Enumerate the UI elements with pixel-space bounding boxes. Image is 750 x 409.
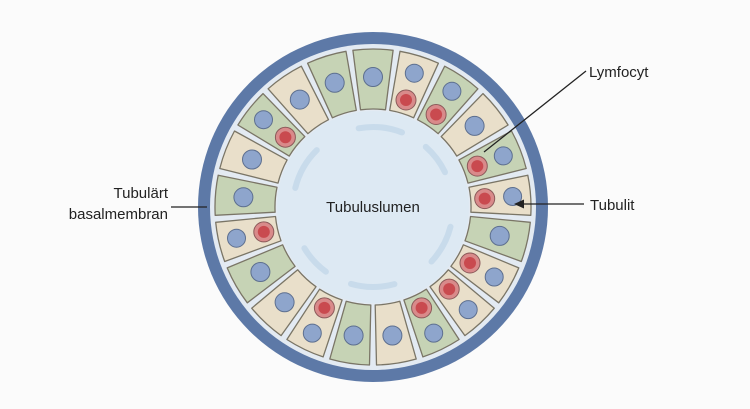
epithelial-cell bbox=[374, 300, 417, 366]
tubular-lumen bbox=[277, 111, 469, 303]
cell-nucleus bbox=[382, 325, 403, 346]
lymphocyte-leader bbox=[483, 70, 587, 153]
cell-nucleus bbox=[442, 81, 462, 101]
epithelial-cell bbox=[352, 48, 394, 111]
cell-nucleus bbox=[254, 110, 273, 130]
lymphocyte-nucleus bbox=[257, 225, 270, 238]
lymphocyte-nucleus bbox=[478, 192, 491, 205]
basement-membrane-label-line1: Tubulärt bbox=[114, 185, 169, 202]
cell-nucleus bbox=[242, 149, 262, 170]
lymphocyte-nucleus bbox=[430, 108, 443, 121]
basement-membrane-label-line2: basalmembran bbox=[69, 206, 168, 223]
epithelial-cell bbox=[215, 215, 282, 263]
cell-nucleus bbox=[458, 300, 478, 320]
epithelial-cell bbox=[219, 130, 288, 184]
cell-nucleus bbox=[503, 187, 523, 206]
lymphocyte-nucleus bbox=[415, 301, 428, 314]
epithelial-cell bbox=[440, 92, 509, 157]
cell-nucleus bbox=[227, 228, 246, 248]
cell-nucleus bbox=[424, 323, 444, 343]
tubulitis-label: Tubulit bbox=[590, 197, 635, 214]
lymphocyte-nucleus bbox=[279, 131, 292, 144]
epithelial-cell bbox=[464, 215, 531, 263]
lumen-label: Tubuluslumen bbox=[326, 199, 420, 216]
lymphocyte-label: Lymfocyt bbox=[589, 64, 649, 81]
cell-nucleus bbox=[363, 67, 383, 87]
epithelial-cell bbox=[450, 244, 520, 304]
cell-nucleus bbox=[324, 72, 345, 93]
epithelial-cell bbox=[403, 288, 460, 358]
cell-nucleus bbox=[274, 292, 295, 313]
lymphocyte-nucleus bbox=[443, 283, 456, 296]
epithelial-cell bbox=[468, 174, 532, 216]
epithelial-cell bbox=[226, 244, 296, 304]
cell-nucleus bbox=[489, 225, 510, 246]
lumen-streak bbox=[301, 245, 329, 275]
epithelial-cell bbox=[267, 65, 330, 135]
lumen-streak bbox=[292, 147, 320, 191]
epithelial-cell bbox=[429, 269, 495, 337]
cell-nucleus bbox=[493, 146, 513, 166]
lumen-streak bbox=[355, 123, 405, 136]
lymphocyte-nucleus bbox=[464, 257, 476, 269]
cell-nucleus bbox=[404, 63, 424, 83]
lymphocyte-nucleus bbox=[318, 301, 331, 314]
epithelial-cell bbox=[251, 269, 317, 337]
cell-nucleus bbox=[289, 89, 310, 110]
lumen-streak bbox=[348, 280, 398, 290]
cell-nucleus bbox=[464, 115, 485, 136]
epithelial-cell bbox=[329, 300, 372, 366]
epithelial-cell bbox=[214, 174, 278, 216]
tubulitis-arrowhead bbox=[514, 199, 524, 209]
epithelial-cell bbox=[416, 65, 479, 135]
epithelial-cell bbox=[458, 130, 527, 184]
cell-nucleus bbox=[233, 187, 254, 208]
cell-nucleus bbox=[484, 267, 504, 287]
lumen-streak bbox=[428, 223, 454, 265]
cell-nucleus bbox=[250, 262, 271, 282]
lymphocyte-nucleus bbox=[471, 160, 484, 173]
epithelial-cell bbox=[306, 50, 357, 119]
epithelial-cell bbox=[286, 288, 343, 358]
cell-nucleus bbox=[343, 325, 364, 346]
epithelial-cell bbox=[389, 50, 440, 119]
lumen-streak bbox=[422, 143, 448, 176]
epithelial-cell bbox=[237, 92, 306, 157]
lymphocyte-nucleus bbox=[400, 94, 412, 106]
cell-nucleus bbox=[302, 323, 322, 343]
